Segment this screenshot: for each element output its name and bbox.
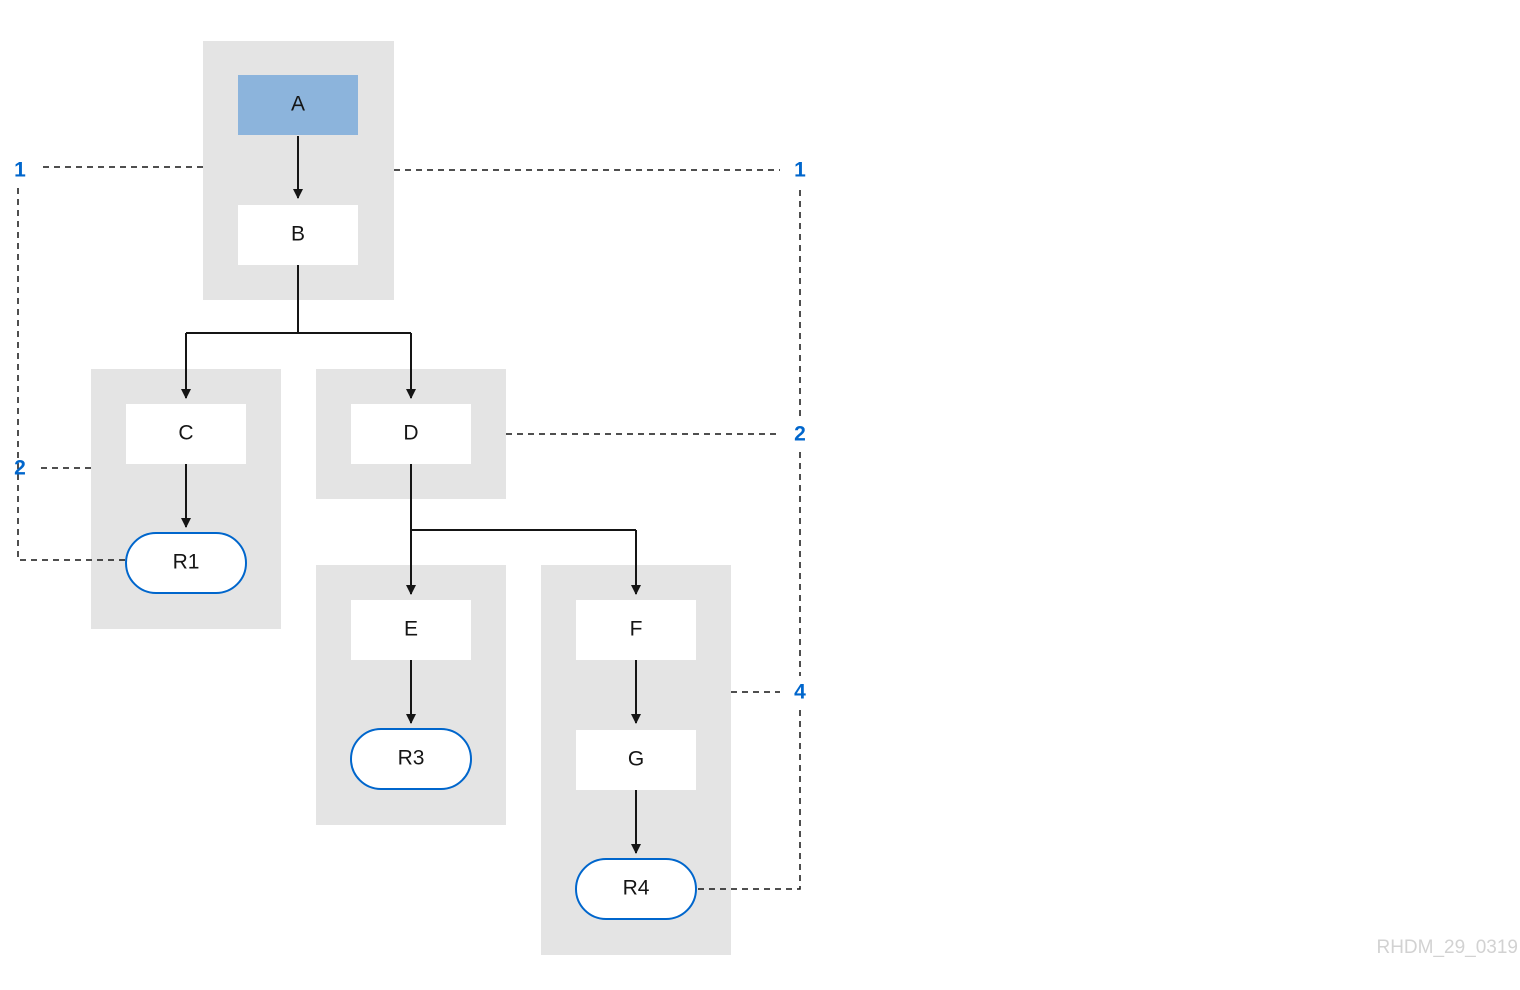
- node-e-label: E: [404, 618, 418, 641]
- node-a: A: [238, 75, 358, 135]
- result-r3: R3: [350, 728, 472, 790]
- node-g-label: G: [628, 748, 644, 771]
- annotation-left-1: 1: [14, 159, 26, 182]
- figure-id-watermark: RHDM_29_0319: [1376, 937, 1518, 958]
- connectors: [181, 136, 641, 854]
- node-d: D: [351, 404, 471, 464]
- node-c-label: C: [178, 422, 193, 445]
- annotation-left-2: 2: [14, 457, 26, 480]
- node-b: B: [238, 205, 358, 265]
- annotation-right-1: 1: [794, 159, 806, 182]
- result-r1: R1: [125, 532, 247, 594]
- result-r4-label: R4: [623, 877, 650, 900]
- result-r1-label: R1: [173, 551, 200, 574]
- node-b-label: B: [291, 223, 305, 246]
- bracket-right-4-to-r4: [696, 710, 801, 890]
- annotation-right-2: 2: [794, 423, 806, 446]
- node-d-label: D: [403, 422, 418, 445]
- result-r4: R4: [575, 858, 697, 920]
- node-f-label: F: [630, 618, 643, 641]
- node-g: G: [576, 730, 696, 790]
- node-a-label: A: [291, 93, 305, 116]
- node-e: E: [351, 600, 471, 660]
- connector-b-split: [186, 265, 411, 334]
- node-f: F: [576, 600, 696, 660]
- annotation-brackets: [17, 166, 801, 890]
- result-r3-label: R3: [398, 747, 425, 770]
- bracket-left-1-to-r1: [17, 188, 125, 561]
- node-c: C: [126, 404, 246, 464]
- annotation-right-4: 4: [794, 681, 806, 704]
